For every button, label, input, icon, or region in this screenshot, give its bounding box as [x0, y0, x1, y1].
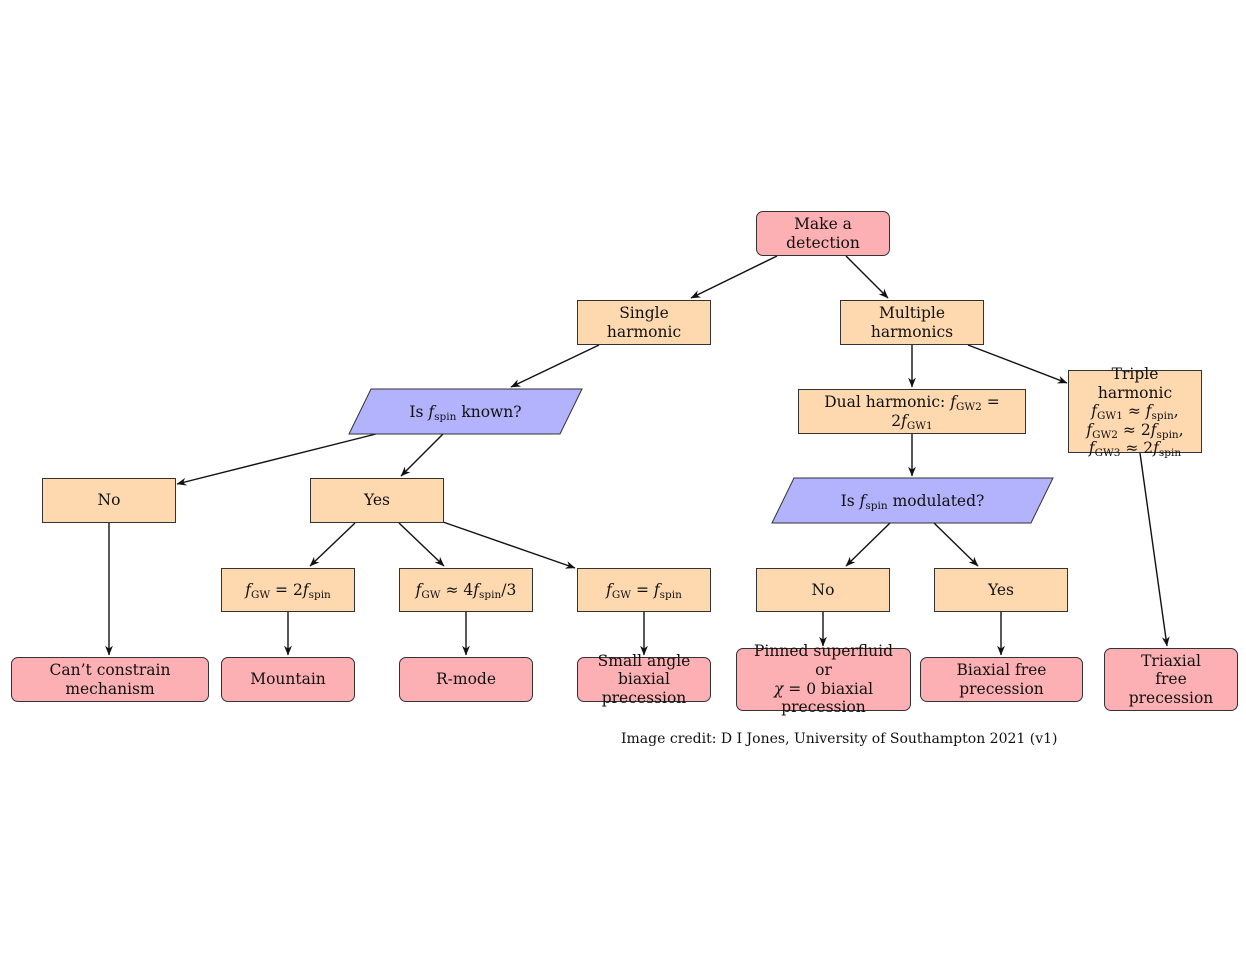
- mountain-node: Mountain: [221, 657, 355, 702]
- yes-left-label: Yes: [363, 491, 390, 510]
- arrow-yes-to-2fspin: [309, 522, 356, 567]
- arrow-known-to-no: [176, 433, 377, 486]
- biaxial-free-node: Biaxial free precession: [920, 657, 1083, 702]
- arrow-yes-to-4fspin3: [398, 522, 445, 567]
- is-fspin-known-label: Is fspin known?: [409, 402, 522, 423]
- pinned-superfluid-line3: χ = 0 biaxial precession: [773, 679, 874, 717]
- no-right-node: No: [756, 568, 890, 612]
- dual-harmonic-node: Dual harmonic: fGW2 = 2fGW1: [798, 389, 1026, 434]
- biaxial-free-label: Biaxial free precession: [956, 660, 1047, 698]
- fgw-4fspin3-label: fGW ≈ 4fspin/3: [415, 580, 517, 601]
- yes-right-label: Yes: [987, 580, 1014, 599]
- decision-shape-modulated: [771, 477, 1054, 524]
- arrow-detection-to-multiple: [845, 255, 889, 299]
- cant-constrain-node: Can’t constrain mechanism: [11, 657, 209, 702]
- arrow-modulated-to-yes: [933, 522, 979, 567]
- single-harmonic-node: Single harmonic: [577, 300, 711, 345]
- triaxial-line2: free: [1155, 670, 1187, 689]
- yes-right-node: Yes: [934, 568, 1068, 612]
- make-detection-node: Make a detection: [756, 211, 890, 256]
- triple-harmonic-line2: fGW2 ≈ 2fspin,: [1086, 420, 1184, 441]
- fgw-fspin-node: fGW = fspin: [577, 568, 711, 612]
- triple-harmonic-line1: fGW1 ≈ fspin,: [1091, 402, 1179, 423]
- r-mode-node: R-mode: [399, 657, 533, 702]
- mountain-label: Mountain: [250, 670, 326, 689]
- pinned-superfluid-line2: or: [815, 660, 832, 679]
- pinned-superfluid-node: Pinned superfluid or χ = 0 biaxial prece…: [736, 642, 911, 716]
- decision-shape-known: [348, 388, 583, 435]
- image-credit: Image credit: D I Jones, University of S…: [621, 731, 1058, 747]
- triple-harmonic-node: Triple harmonic fGW1 ≈ fspin, fGW2 ≈ 2fs…: [1068, 365, 1202, 459]
- arrow-triple-to-triaxial: [1139, 452, 1170, 647]
- small-angle-line2: biaxial precession: [601, 670, 687, 707]
- pinned-superfluid-line1: Pinned superfluid: [753, 642, 893, 661]
- make-detection-label: Make a detection: [786, 214, 860, 252]
- is-fspin-modulated-label: Is fspin modulated?: [840, 491, 985, 512]
- multiple-harmonics-node: Multiple harmonics: [840, 300, 984, 345]
- multiple-harmonics-label: Multiple harmonics: [870, 303, 954, 341]
- is-fspin-modulated-node: Is fspin modulated?: [772, 478, 1053, 523]
- triple-harmonic-title: Triple harmonic: [1097, 365, 1173, 402]
- is-fspin-known-node: Is fspin known?: [349, 389, 582, 434]
- dual-harmonic-label: Dual harmonic: fGW2 = 2fGW1: [824, 392, 1000, 432]
- arrow-detection-to-single: [690, 255, 778, 299]
- yes-left-node: Yes: [310, 478, 444, 523]
- arrow-known-to-yes: [400, 433, 444, 477]
- arrow-yes-to-fspin: [442, 521, 576, 569]
- small-angle-node: Small angle biaxial precession: [577, 652, 711, 707]
- no-left-node: No: [42, 478, 176, 523]
- cant-constrain-label: Can’t constrain mechanism: [49, 660, 171, 698]
- fgw-2fspin-node: fGW = 2fspin: [221, 568, 355, 612]
- single-harmonic-label: Single harmonic: [606, 303, 682, 341]
- triaxial-line3: precession: [1128, 688, 1214, 707]
- arrow-multiple-to-triple: [967, 344, 1068, 384]
- no-left-label: No: [97, 491, 121, 510]
- no-right-label: No: [811, 580, 835, 599]
- arrow-modulated-to-no: [845, 522, 891, 567]
- r-mode-label: R-mode: [435, 670, 497, 689]
- triaxial-node: Triaxial free precession: [1104, 648, 1238, 711]
- fgw-fspin-label: fGW = fspin: [606, 580, 682, 601]
- fgw-4fspin3-node: fGW ≈ 4fspin/3: [399, 568, 533, 612]
- fgw-2fspin-label: fGW = 2fspin: [245, 580, 331, 601]
- small-angle-line1: Small angle: [597, 652, 691, 671]
- arrow-single-to-known: [510, 344, 600, 388]
- triaxial-line1: Triaxial: [1141, 651, 1201, 670]
- triple-harmonic-line3: fGW3 ≈ 2fspin: [1088, 439, 1182, 460]
